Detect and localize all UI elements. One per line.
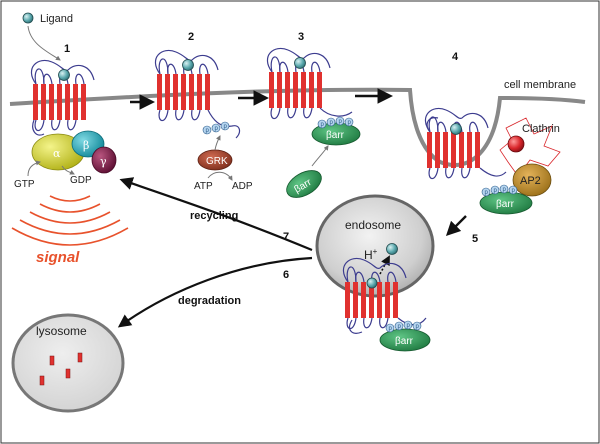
ligand-bound-3 — [294, 57, 306, 69]
ligand-binding-arrow — [27, 25, 61, 61]
degradation-label: degradation — [178, 295, 241, 307]
recycling-label: recycling — [190, 210, 238, 222]
stage-4-receptor — [424, 107, 507, 180]
phospho-group-stage4: p p p p — [481, 184, 518, 197]
barr-label-stage3: βarr — [326, 130, 345, 141]
phospho-group-endosome: p p p p — [385, 320, 422, 333]
grk-phosphorylation-arrow — [214, 135, 221, 151]
svg-text:p: p — [215, 126, 219, 132]
barr-label-stage4: βarr — [496, 199, 515, 210]
gtp-exchange-arrow — [27, 160, 41, 177]
svg-text:p: p — [494, 188, 498, 194]
svg-text:p: p — [503, 187, 507, 193]
g-protein: α β γ — [31, 130, 117, 174]
svg-text:p: p — [512, 188, 516, 194]
svg-text:p: p — [348, 120, 352, 126]
gdp-label: GDP — [70, 175, 92, 186]
free-arrestin — [286, 170, 322, 198]
arrestin-stage3 — [311, 122, 361, 146]
ligand-bound-4 — [450, 123, 462, 135]
gtp-label: GTP — [14, 179, 35, 190]
stage-1-receptor — [30, 59, 95, 136]
svg-text:p: p — [330, 120, 334, 126]
phospho-group-stage2: p p p — [202, 121, 230, 135]
step-1-number: 1 — [64, 43, 70, 55]
signal-waves — [11, 195, 129, 246]
arrestin-recruitment-arrow — [311, 145, 329, 167]
degraded-receptor-fragments — [39, 352, 83, 386]
step-6-number: 6 — [283, 269, 289, 281]
ligand-bound-1 — [58, 69, 70, 81]
endosome — [315, 194, 435, 298]
ligand-label: Ligand — [40, 13, 73, 25]
grk-label: GRK — [206, 156, 228, 167]
ap2-adaptor — [512, 163, 552, 197]
svg-text:p: p — [339, 119, 343, 125]
step-2-number: 2 — [188, 31, 194, 43]
step-4-number: 4 — [452, 51, 459, 63]
g-gamma-subunit — [91, 146, 117, 174]
ligand-dissociation-arrow — [379, 255, 390, 275]
adp-label: ADP — [232, 181, 253, 192]
stage-3-receptor — [266, 47, 353, 120]
svg-text:p: p — [485, 190, 489, 196]
atp-label: ATP — [194, 181, 213, 192]
arrow-internalization — [445, 215, 467, 237]
step-7-number: 7 — [283, 231, 289, 243]
degradation-arrow — [117, 256, 313, 328]
svg-text:p: p — [224, 124, 228, 130]
svg-text:p: p — [416, 324, 420, 330]
phospho-group-stage3: p p p p — [317, 116, 354, 129]
signal-label: signal — [36, 249, 80, 266]
recycling-arrow — [119, 177, 313, 252]
gamma-label: γ — [100, 155, 107, 168]
h-plus-label: H+ — [364, 247, 378, 262]
lysosome-label: lysosome — [36, 324, 87, 338]
ap2-label: AP2 — [520, 175, 541, 187]
cell-membrane-label: cell membrane — [504, 79, 576, 91]
svg-text:p: p — [389, 326, 393, 332]
svg-text:p: p — [398, 324, 402, 330]
step-5-number: 5 — [472, 233, 478, 245]
endosome-label: endosome — [345, 218, 401, 232]
svg-text:p: p — [407, 323, 411, 329]
beta-label: β — [83, 139, 89, 152]
stage-2-receptor: p p p — [154, 49, 241, 139]
barr-label-endosome: βarr — [395, 336, 414, 347]
ligand-released — [386, 243, 398, 255]
step-3-number: 3 — [298, 31, 304, 43]
ligand-bound-2 — [182, 59, 194, 71]
gdp-release-arrow — [61, 165, 75, 175]
ligand-legend-icon — [22, 12, 34, 24]
atp-adp-arrow — [207, 171, 233, 181]
clathrin-triskelion — [507, 135, 525, 153]
lysosome — [11, 313, 125, 413]
clathrin-label: Clathrin — [522, 123, 560, 135]
alpha-label: α — [53, 147, 61, 160]
svg-text:p: p — [206, 128, 210, 134]
svg-text:p: p — [321, 122, 325, 128]
arrestin-endosome — [379, 328, 431, 352]
